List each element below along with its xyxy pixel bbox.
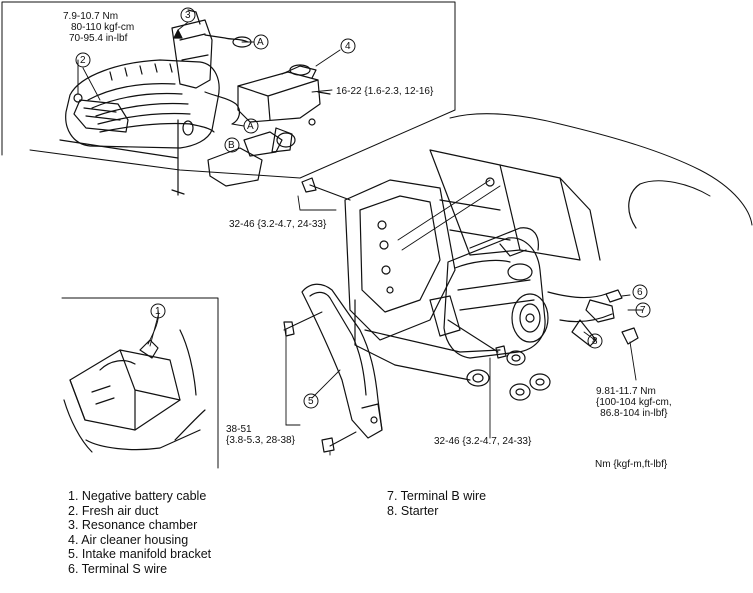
torque-line: 38-51 [226, 424, 252, 435]
callout-7: 7 [640, 305, 646, 316]
torque-label-terminal-nut: 9.81-11.7 Nm {100-104 kgf-cm, 86.8-104 i… [596, 386, 672, 419]
units-note: Nm {kgf-m,ft-lbf} [595, 459, 667, 470]
callout-6: 6 [637, 287, 643, 298]
parts-legend-right: 7. Terminal B wire 8. Starter [387, 489, 486, 518]
intake-manifold-bracket [283, 283, 383, 453]
torque-label-bracket: 38-51 {3.8-5.3, 28-38} [226, 424, 295, 446]
legend-item: 8. Starter [387, 503, 439, 518]
torque-line: 86.8-104 in-lbf} [600, 408, 668, 419]
starter-motor [429, 227, 639, 359]
units-text: Nm {kgf-m,ft-lbf} [595, 459, 668, 470]
leader-lines [285, 195, 644, 456]
callout-a-top: A [257, 37, 264, 48]
legend-item: 1. Negative battery cable [68, 489, 207, 503]
torque-label-starter-lower-bolt: 32-46 {3.2-4.7, 24-33} [434, 436, 531, 447]
torque-line: {3.8-5.3, 28-38} [226, 435, 295, 446]
legend-item: 5. Intake manifold bracket [68, 547, 212, 561]
torque-line: 9.81-11.7 Nm [596, 386, 656, 397]
torque-line: {100-104 kgf-cm, [596, 397, 672, 408]
callout-circles-main [303, 284, 651, 409]
callout-8: 8 [592, 336, 598, 347]
callout-5: 5 [308, 396, 314, 407]
parts-legend-left: 1. Negative battery cable 2. Fresh air d… [68, 489, 211, 576]
battery-inset [61, 297, 219, 469]
torque-text: 16-22 {1.6-2.3, 12-16} [336, 86, 434, 97]
legend-item: 6. Terminal S wire [68, 561, 168, 576]
torque-label-starter-upper-bolt: 32-46 {3.2-4.7, 24-33} [229, 219, 326, 230]
torque-label-air-cleaner: 16-22 {1.6-2.3, 12-16} [336, 86, 433, 97]
legend-item: 2. Fresh air duct [68, 503, 159, 518]
callout-3: 3 [185, 10, 191, 21]
callout-b: B [228, 140, 235, 151]
torque-text: 32-46 {3.2-4.7, 24-33} [434, 436, 532, 447]
torque-label-negative-cable: 7.9-10.7 Nm 80-110 kgf-cm 70-95.4 in-lbf [63, 11, 134, 44]
callout-4: 4 [345, 41, 351, 52]
torque-line: 70-95.4 in-lbf [69, 33, 128, 44]
callout-circles-battery [150, 303, 166, 319]
callout-1: 1 [155, 306, 161, 317]
legend-item: 7. Terminal B wire [387, 489, 487, 503]
callout-circles-inset [75, 7, 356, 153]
intake-inset [1, 1, 456, 196]
callout-2: 2 [80, 55, 86, 66]
legend-item: 4. Air cleaner housing [68, 532, 189, 547]
legend-item: 3. Resonance chamber [68, 518, 198, 532]
torque-line: 80-110 kgf-cm [71, 22, 135, 33]
engine-block-outline [301, 113, 753, 401]
torque-text: 32-46 {3.2-4.7, 24-33} [229, 219, 327, 230]
callout-a-lower: A [247, 121, 254, 132]
torque-line: 7.9-10.7 Nm [63, 11, 119, 22]
